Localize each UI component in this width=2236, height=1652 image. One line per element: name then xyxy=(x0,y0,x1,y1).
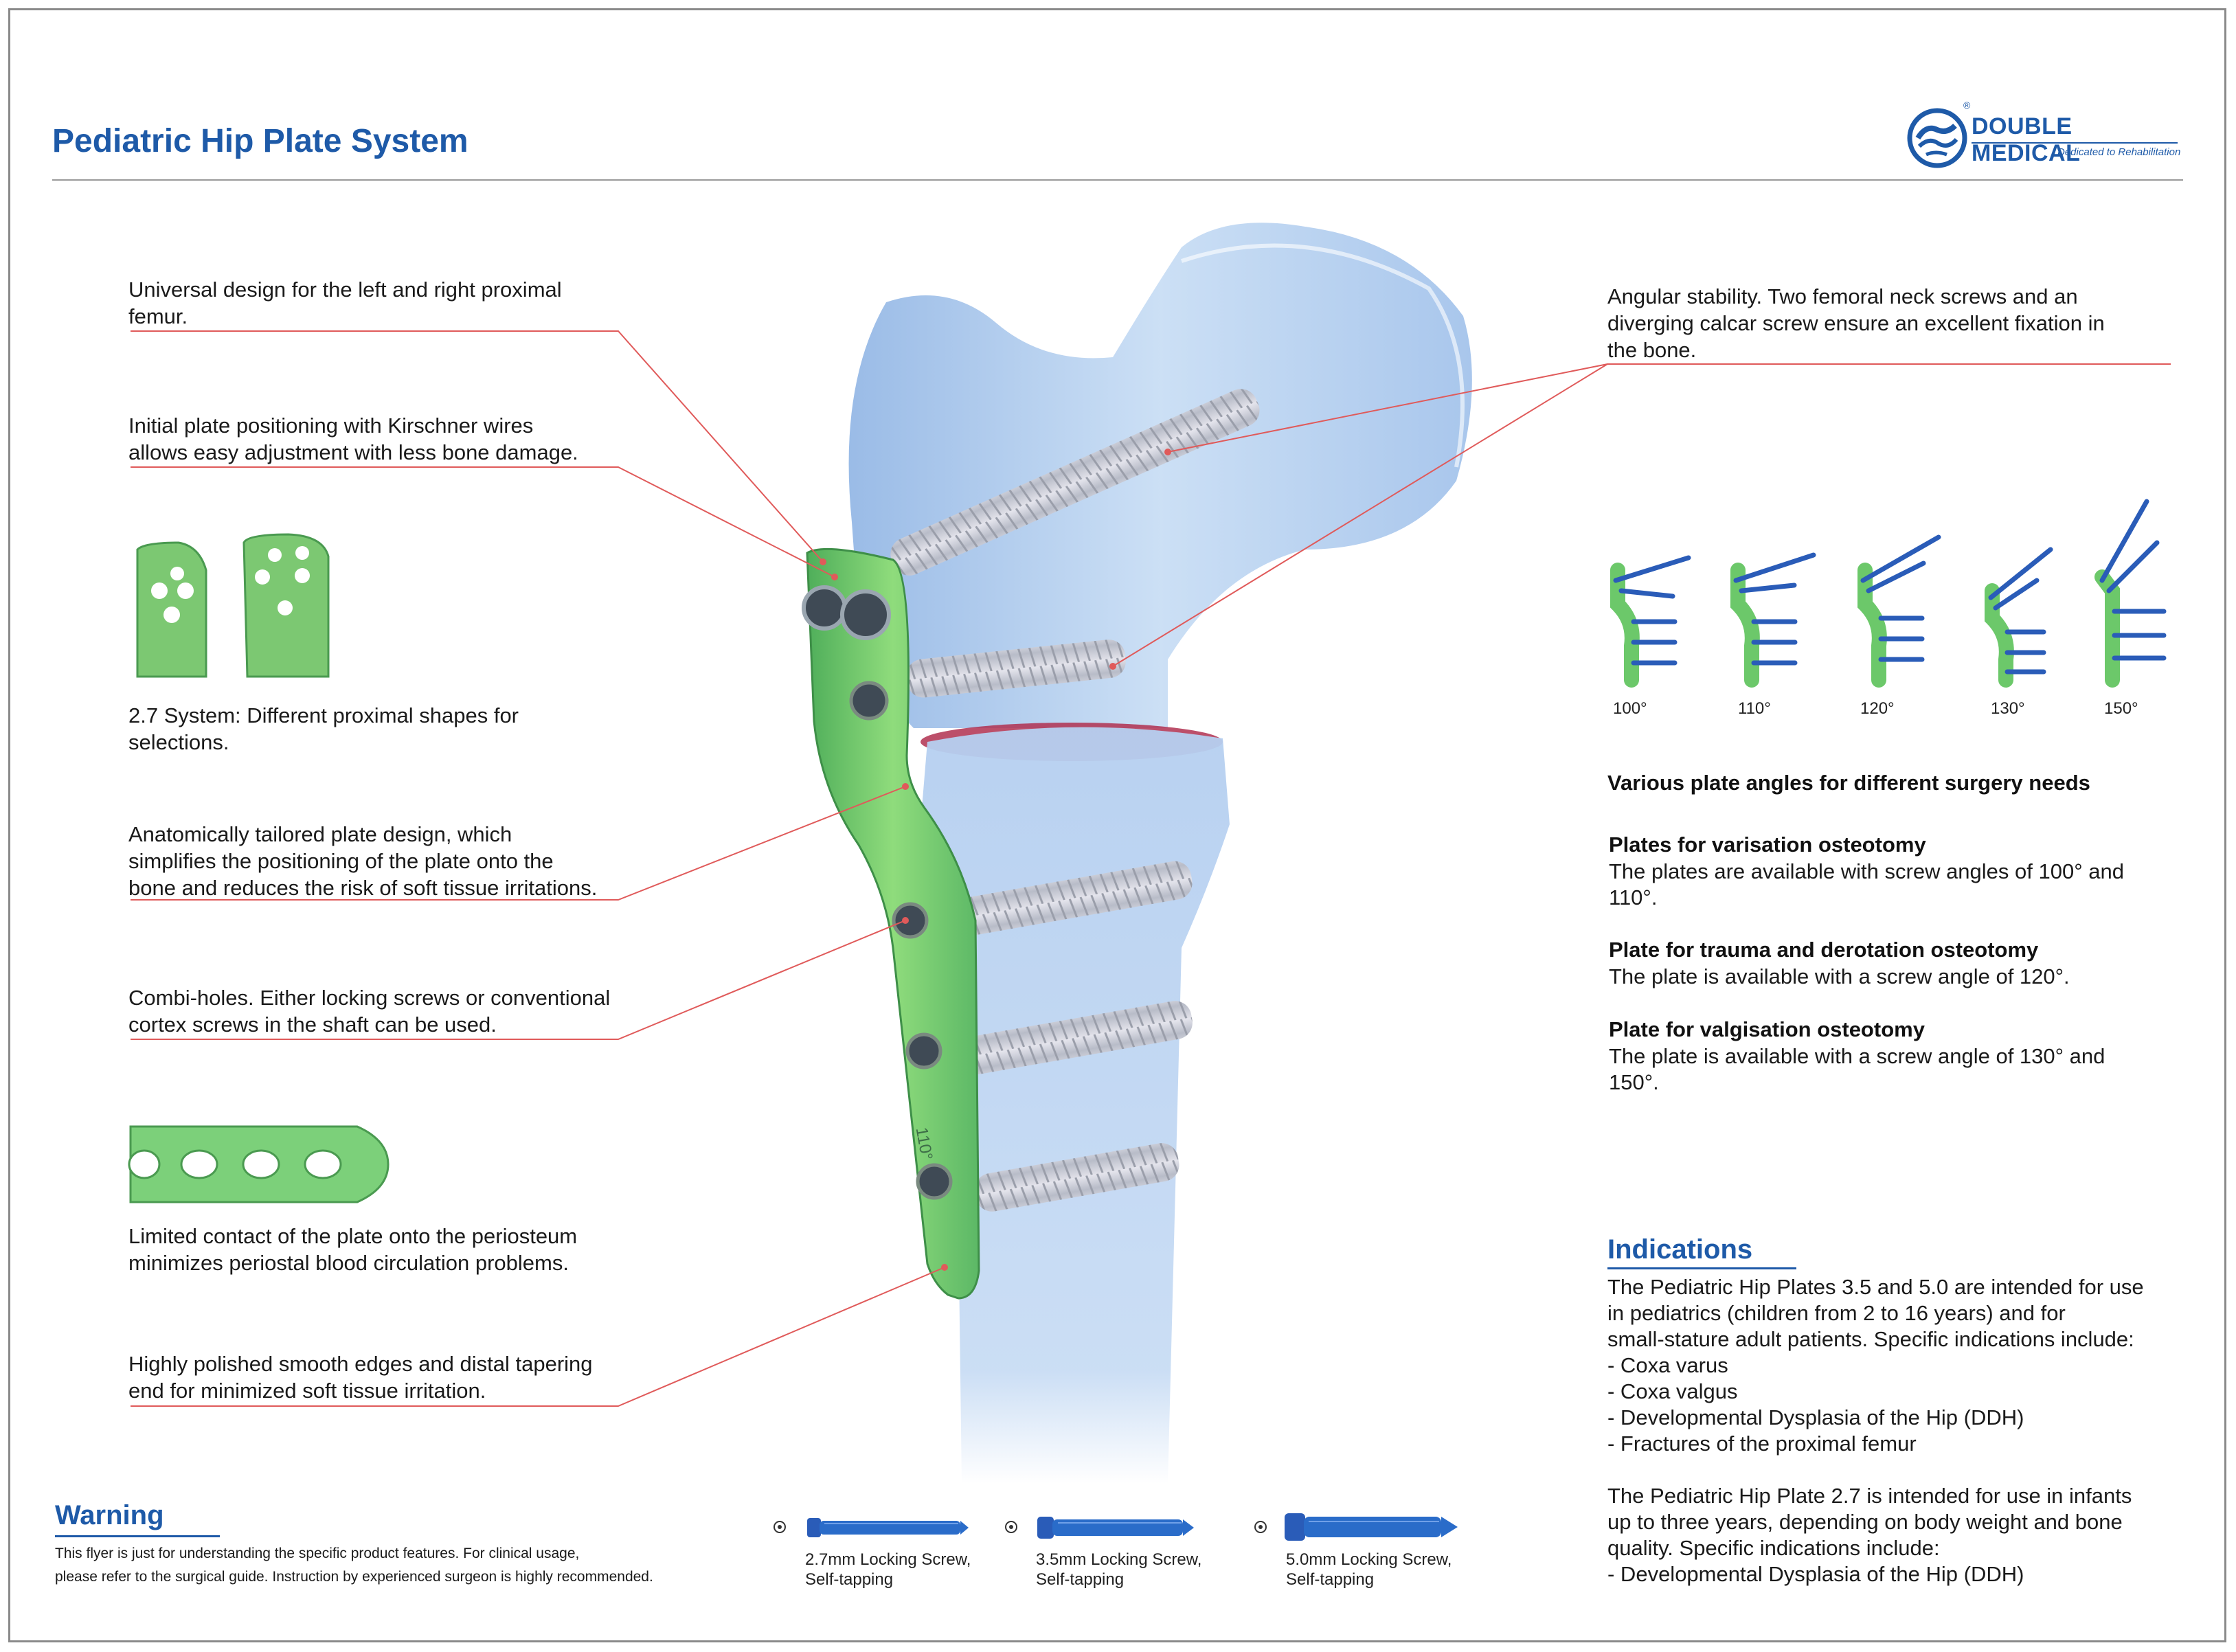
logo-name: DOUBLE MEDICAL xyxy=(1972,113,2081,166)
note-universal-design: Universal design for the left and right … xyxy=(128,278,562,328)
note-anatomical-design: Anatomically tailored plate design, whic… xyxy=(128,822,598,900)
screw-label-50: 5.0mm Locking Screw, Self-tapping xyxy=(1286,1550,1452,1589)
registered-mark: ® xyxy=(1963,100,1971,111)
angle-label-130: 130° xyxy=(1991,699,2025,718)
screw-bullet-2 xyxy=(1005,1521,1017,1533)
upper-femur xyxy=(848,223,1472,728)
angle-label-150: 150° xyxy=(2104,699,2138,718)
plate-head-thumbnail-1 xyxy=(136,541,207,678)
angle-label-120: 120° xyxy=(1860,699,1895,718)
screw-50mm xyxy=(1285,1513,1458,1541)
screw-label-35: 3.5mm Locking Screw, Self-tapping xyxy=(1036,1550,1202,1589)
warning-text: This flyer is just for understanding the… xyxy=(55,1546,653,1585)
note-angular-stability: Angular stability. Two femoral neck scre… xyxy=(1607,284,2105,362)
note-kirschner-wires: Initial plate positioning with Kirschner… xyxy=(128,414,578,464)
indications-text: The Pediatric Hip Plates 3.5 and 5.0 are… xyxy=(1607,1275,2144,1586)
right-leader-lines xyxy=(1112,363,2171,667)
company-logo: ® DOUBLE MEDICAL Dedicated to Rehabilita… xyxy=(1903,100,2184,175)
trauma-text: The plate is available with a screw angl… xyxy=(1609,964,2070,988)
screw-bullet-3 xyxy=(1254,1521,1267,1533)
note-combi-holes: Combi-holes. Either locking screws or co… xyxy=(128,986,611,1037)
screw-35mm xyxy=(1037,1517,1194,1539)
calcar-screw xyxy=(906,640,1126,698)
note-limited-contact: Limited contact of the plate onto the pe… xyxy=(128,1224,578,1275)
indications-underline xyxy=(1607,1267,1796,1269)
plate-head-thumbnail-2 xyxy=(242,533,330,678)
warning-heading: Warning xyxy=(55,1500,164,1530)
shaft-screw-1 xyxy=(947,861,1193,937)
page-title: Pediatric Hip Plate System xyxy=(52,123,468,159)
left-leader-lines xyxy=(131,330,945,1407)
plate-angle-variant-100 xyxy=(1610,555,1691,688)
plate-angle-variant-120 xyxy=(1857,534,1941,688)
title-divider xyxy=(52,179,2183,181)
valgisation-heading: Plate for valgisation osteotomy xyxy=(1609,1017,1925,1041)
plate-angles-caption: Various plate angles for different surge… xyxy=(1607,771,2090,795)
hip-plate: 110° xyxy=(802,547,980,1300)
angle-label-100: 100° xyxy=(1613,699,1647,718)
shaft-screw-3 xyxy=(974,1143,1179,1212)
page-frame xyxy=(8,8,2226,1642)
angle-label-110: 110° xyxy=(1738,699,1771,718)
logo-tagline: Dedicated to Rehabilitation xyxy=(2057,146,2181,158)
trauma-heading: Plate for trauma and derotation osteotom… xyxy=(1609,938,2039,962)
varisation-text: The plates are available with screw angl… xyxy=(1609,859,2124,909)
note-polished-edges: Highly polished smooth edges and distal … xyxy=(128,1352,593,1403)
logo-underline xyxy=(1972,142,2178,144)
screw-bullet-1 xyxy=(773,1521,786,1533)
varisation-heading: Plates for varisation osteotomy xyxy=(1609,833,1926,857)
screw-label-27: 2.7mm Locking Screw, Self-tapping xyxy=(805,1550,971,1589)
screw-27mm xyxy=(807,1518,969,1537)
shaft-screw-2 xyxy=(960,1001,1193,1074)
plate-angle-variant-150 xyxy=(2094,499,2167,688)
leader-dots xyxy=(820,449,1171,1271)
warning-underline xyxy=(55,1535,220,1537)
neck-screw-1 xyxy=(890,389,1260,576)
valgisation-text: The plate is available with a screw angl… xyxy=(1609,1044,2105,1094)
indications-heading: Indications xyxy=(1607,1234,1753,1265)
plate-side-view xyxy=(128,1125,389,1203)
plate-angle-variant-130 xyxy=(1985,547,2053,688)
plate-angle-variant-110 xyxy=(1730,552,1816,688)
logo-emblem-icon xyxy=(1907,108,1967,168)
note-27-system: 2.7 System: Different proximal shapes fo… xyxy=(128,703,519,754)
